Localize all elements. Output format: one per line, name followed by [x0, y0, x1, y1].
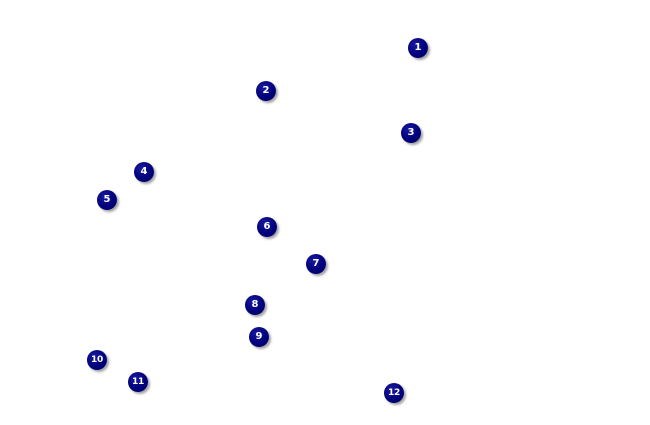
marker-3[interactable]: 3: [401, 123, 421, 143]
marker-1[interactable]: 1: [408, 38, 428, 58]
marker-10[interactable]: 10: [87, 350, 107, 370]
marker-8[interactable]: 8: [245, 295, 265, 315]
marker-11[interactable]: 11: [128, 372, 148, 392]
marker-5[interactable]: 5: [97, 190, 117, 210]
marker-12[interactable]: 12: [384, 383, 404, 403]
marker-2[interactable]: 2: [256, 81, 276, 101]
marker-9[interactable]: 9: [249, 327, 269, 347]
marker-6[interactable]: 6: [257, 217, 277, 237]
marker-4[interactable]: 4: [134, 162, 154, 182]
marker-7[interactable]: 7: [306, 254, 326, 274]
